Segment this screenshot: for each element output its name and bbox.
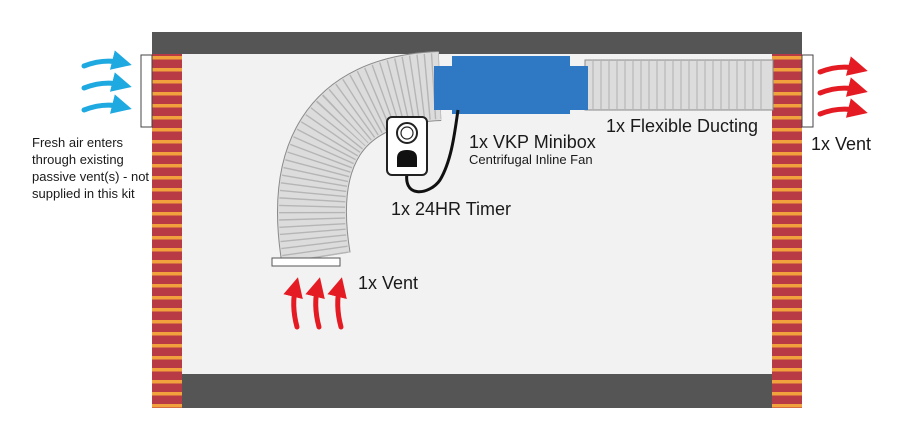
- flexible-duct-straight: [584, 59, 774, 111]
- fan-subtitle-label: Centrifugal Inline Fan: [469, 152, 593, 167]
- fan-title-label: 1x VKP Minibox: [469, 132, 596, 152]
- timer-dial-inner: [400, 126, 414, 140]
- extract-air-arrow: [327, 277, 347, 330]
- exhaust-air-arrow: [817, 77, 868, 97]
- fresh-air-arrow: [81, 94, 132, 114]
- passive-vent-frame: [140, 54, 153, 128]
- floor-slab: [152, 374, 802, 408]
- bottom-vent-plate: [271, 257, 341, 267]
- exhaust-air-arrows: [817, 56, 868, 118]
- left-brick-wall: [152, 54, 182, 408]
- timer-cable: [405, 109, 460, 194]
- timer-plug: [397, 150, 417, 167]
- fresh-air-note: Fresh air enters through existing passiv…: [32, 135, 150, 201]
- extract-air-arrow: [305, 277, 325, 330]
- flexible-duct-straight-ribs: [592, 61, 762, 109]
- exhaust-air-arrow: [817, 98, 868, 118]
- fan-collar-right: [568, 66, 588, 110]
- exhaust-air-arrow: [817, 56, 868, 76]
- fresh-air-arrow: [81, 72, 132, 92]
- fresh-air-arrows: [81, 50, 132, 114]
- right-vent-frame: [801, 54, 814, 128]
- extract-air-arrows: [283, 277, 347, 330]
- fan-collar-left: [434, 66, 454, 110]
- flexible-duct-ribs: [279, 53, 443, 264]
- timer-dial: [396, 122, 418, 144]
- ceiling-slab: [152, 32, 802, 54]
- right-brick-wall: [772, 54, 802, 408]
- fresh-air-arrow: [81, 50, 132, 70]
- fan-body: [452, 56, 570, 114]
- vent-bottom-label: 1x Vent: [358, 273, 419, 293]
- timer-label: 1x 24HR Timer: [391, 199, 512, 219]
- ducting-label: 1x Flexible Ducting: [606, 116, 759, 136]
- vent-right-label: 1x Vent: [811, 134, 872, 154]
- extract-air-arrow: [283, 277, 303, 330]
